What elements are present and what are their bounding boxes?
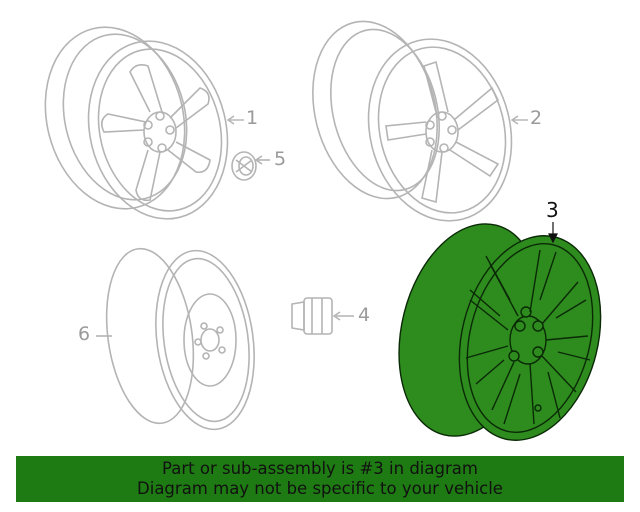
wheel-alloy-2[interactable] <box>295 8 530 236</box>
lug-nut[interactable] <box>291 297 354 335</box>
banner-line-1: Part or sub-assembly is #3 in diagram <box>162 459 478 478</box>
callout-leaders <box>226 115 528 125</box>
callout-6[interactable]: 6 <box>78 323 91 345</box>
banner-line-2: Diagram may not be specific to your vehi… <box>137 479 503 498</box>
wheel-alloy-3[interactable] <box>378 209 621 452</box>
spare-wheel[interactable] <box>96 243 265 436</box>
wheel-alloy-1[interactable] <box>27 12 246 233</box>
callout-5[interactable]: 5 <box>274 148 287 170</box>
parts-diagram: 1 2 3 4 5 6 <box>27 8 621 452</box>
callout-3-leader <box>548 222 558 244</box>
callout-4[interactable]: 4 <box>358 304 371 326</box>
center-cap[interactable] <box>231 151 270 181</box>
callout-2[interactable]: 2 <box>530 107 543 129</box>
info-banner: Part or sub-assembly is #3 in diagram Di… <box>16 456 624 502</box>
callout-1[interactable]: 1 <box>246 107 259 129</box>
callout-3[interactable]: 3 <box>546 198 559 222</box>
